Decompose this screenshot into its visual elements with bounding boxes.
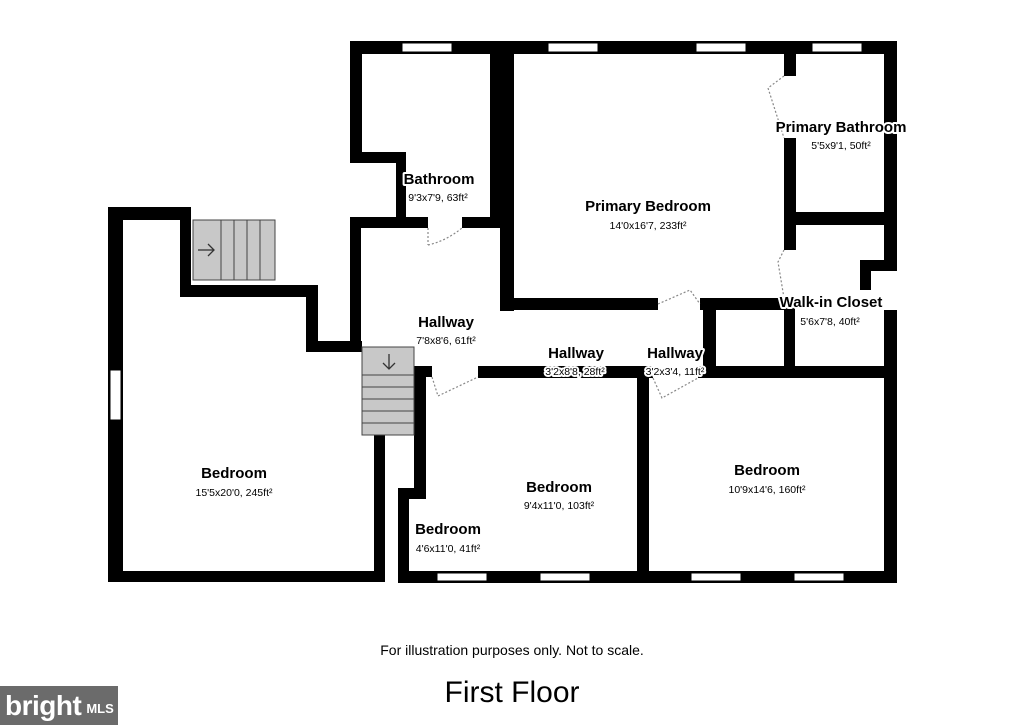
room-name-bedroom-middle: Bedroom bbox=[526, 479, 592, 496]
room-name-hallway-1: Hallway bbox=[418, 314, 475, 331]
room-dims-bathroom: 9'3x7'9, 63ft² bbox=[408, 192, 468, 204]
room-dims-bedroom-left: 15'5x20'0, 245ft² bbox=[196, 487, 273, 499]
room-dims-walk-in-closet: 5'6x7'8, 40ft² bbox=[800, 316, 860, 328]
room-name-primary-bathroom: Primary Bathroom bbox=[776, 119, 907, 136]
room-dims-primary-bedroom: 14'0x16'7, 233ft² bbox=[610, 220, 687, 232]
disclaimer-text: For illustration purposes only. Not to s… bbox=[380, 642, 644, 658]
logo-brand-text: bright bbox=[5, 689, 82, 721]
stairs-lower bbox=[361, 346, 415, 436]
room-dims-hallway-1: 7'8x8'6, 61ft² bbox=[416, 335, 476, 347]
room-name-bedroom-left: Bedroom bbox=[201, 465, 267, 482]
room-name-bedroom-right: Bedroom bbox=[734, 462, 800, 479]
doors bbox=[427, 75, 785, 399]
floor-title: First Floor bbox=[444, 676, 580, 709]
room-dims-hallway-2: 3'2x8'8, 28ft² bbox=[545, 366, 605, 378]
room-name-hallway-2: Hallway bbox=[548, 345, 605, 362]
room-name-walk-in-closet: Walk-in Closet bbox=[780, 294, 883, 311]
logo-suffix-text: MLS bbox=[86, 701, 114, 716]
windows bbox=[109, 42, 863, 582]
room-name-bedroom-small: Bedroom bbox=[415, 521, 481, 538]
room-name-hallway-3: Hallway bbox=[647, 345, 704, 362]
room-dims-bedroom-right: 10'9x14'6, 160ft² bbox=[729, 484, 806, 496]
room-dims-bedroom-middle: 9'4x11'0, 103ft² bbox=[524, 500, 595, 512]
arrow-down-icon bbox=[382, 354, 396, 370]
arrow-right-icon bbox=[198, 243, 215, 257]
room-name-bathroom: Bathroom bbox=[404, 171, 475, 188]
room-labels: Bathroom 9'3x7'9, 63ft² Primary Bedroom … bbox=[194, 117, 909, 557]
room-dims-bedroom-small: 4'6x11'0, 41ft² bbox=[416, 543, 481, 555]
room-name-primary-bedroom: Primary Bedroom bbox=[585, 198, 711, 215]
bright-mls-logo: bright MLS bbox=[0, 686, 118, 725]
walls bbox=[108, 41, 897, 583]
stairs-upper bbox=[192, 219, 276, 281]
room-dims-hallway-3: 3'2x3'4, 11ft² bbox=[646, 366, 705, 378]
room-dims-primary-bathroom: 5'5x9'1, 50ft² bbox=[811, 140, 871, 152]
